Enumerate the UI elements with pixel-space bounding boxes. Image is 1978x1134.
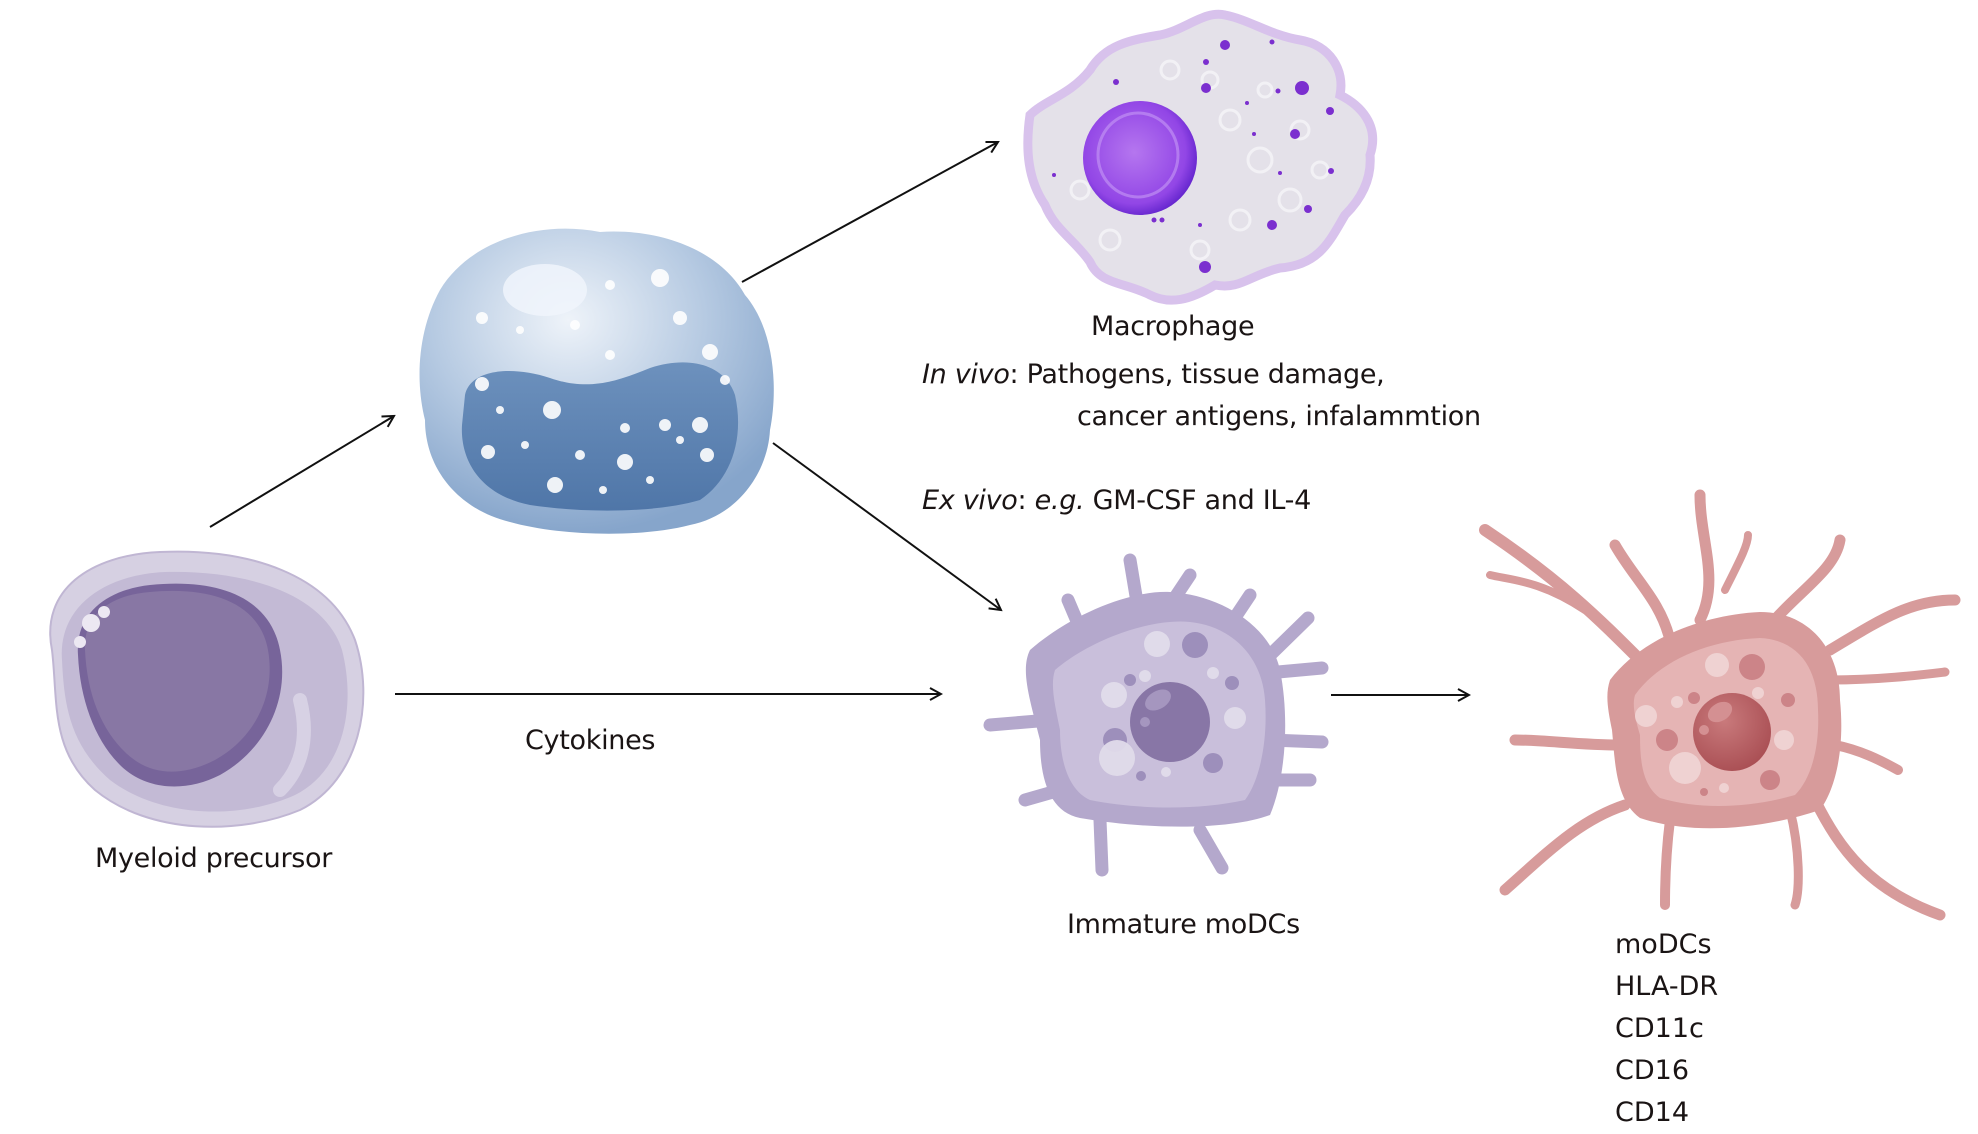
arrow-monocyte-to-macrophage	[741, 142, 998, 283]
arrows	[209, 142, 1469, 695]
ex-vivo-cytokines: GM-CSF and IL-4	[1084, 485, 1312, 516]
in-vivo-sep: :	[1009, 359, 1027, 390]
in-vivo-conditions-2: cancer antigens, infalammtion	[1077, 401, 1481, 432]
arrow-precursor-to-monocyte	[209, 416, 394, 528]
marker-title: moDCs	[1615, 929, 1712, 960]
modc-marker-list: moDCs HLA-DR CD11c CD16 CD14	[1615, 924, 1718, 1134]
arrow-monocyte-to-immature-modc	[772, 442, 1001, 610]
ex-vivo-sep: :	[1017, 485, 1035, 516]
ex-vivo-eg: e.g.	[1034, 485, 1085, 516]
marker-cd16: CD16	[1615, 1055, 1689, 1086]
in-vivo-prefix: In vivo	[922, 359, 1010, 390]
mature-modc-cell	[1479, 489, 1961, 921]
in-vivo-conditions-1: Pathogens, tissue damage,	[1026, 359, 1385, 390]
macrophage-cell	[1023, 9, 1378, 305]
marker-cd14: CD14	[1615, 1097, 1689, 1128]
marker-cd11c: CD11c	[1615, 1013, 1704, 1044]
cytokines-label: Cytokines	[525, 725, 656, 756]
marker-hla-dr: HLA-DR	[1615, 971, 1719, 1002]
myeloid-precursor-cell	[49, 550, 365, 828]
macrophage-label: Macrophage	[1091, 311, 1255, 342]
immature-modc-label: Immature moDCs	[1067, 909, 1300, 940]
in-vivo-line-1: In vivo: Pathogens, tissue damage,	[922, 359, 1385, 390]
ex-vivo-prefix: Ex vivo	[922, 485, 1018, 516]
myeloid-precursor-label: Myeloid precursor	[95, 843, 333, 874]
monocyte-cell	[419, 228, 774, 534]
ex-vivo-line: Ex vivo: e.g. GM-CSF and IL-4	[922, 487, 1311, 514]
immature-modc-cell	[983, 553, 1329, 877]
